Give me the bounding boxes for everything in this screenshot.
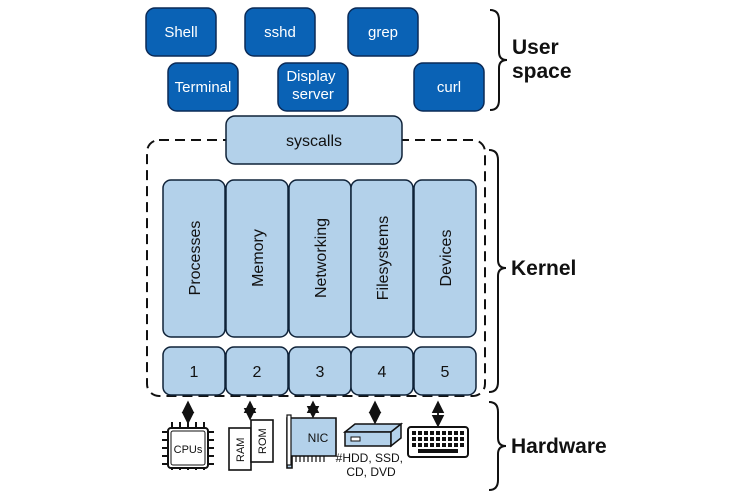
app-box-grep	[347, 7, 419, 57]
user-space-label: User space	[512, 36, 572, 83]
subsystem-box-filesystems	[350, 179, 414, 338]
subsystem-label-filesystems: Filesystems	[375, 216, 392, 300]
disk-drive-icon	[342, 422, 404, 448]
subsystem-number-box-1	[162, 346, 226, 396]
app-box-display-server	[277, 62, 349, 112]
network-card-icon	[286, 414, 337, 469]
app-box-shell	[145, 7, 217, 57]
hardware-label: Hardware	[511, 435, 607, 458]
subsystem-label-devices: Devices	[438, 230, 455, 287]
app-label-sshd: sshd	[264, 24, 296, 41]
subsystem-box-processes	[162, 179, 226, 338]
subsystem-label-memory: Memory	[250, 229, 267, 287]
ram-label: RAM	[235, 438, 247, 462]
keyboard-icon	[407, 426, 469, 458]
subsystem-label-networking: Networking	[313, 218, 330, 298]
subsystem-box-memory	[225, 179, 289, 338]
subsystem-number-4: 4	[378, 364, 387, 381]
subsystem-number-2: 2	[253, 364, 262, 381]
syscalls-label: syscalls	[286, 133, 342, 150]
user-space-apps	[145, 7, 485, 112]
cpu-icon	[162, 422, 214, 470]
cpu-label: CPUs	[174, 444, 203, 456]
hardware-arrows	[181, 400, 445, 428]
user-space-brace	[489, 9, 508, 111]
nic-label: NIC	[308, 431, 329, 445]
app-label-grep: grep	[368, 24, 398, 41]
app-label-shell: Shell	[164, 24, 197, 41]
app-label-display-server: Display server	[286, 68, 339, 103]
memory-chips-icon	[228, 419, 274, 471]
subsystem-label-processes: Processes	[187, 221, 204, 296]
subsystem-number-box-5	[413, 346, 477, 396]
hardware-brace	[488, 401, 507, 491]
app-box-curl	[413, 62, 485, 112]
subsystem-box-devices	[413, 179, 477, 338]
kernel-subsystems: Processes 1 Memory 2 Networking 3 Filesystems 4…	[162, 179, 477, 396]
syscalls-box	[225, 115, 403, 165]
subsystem-number-1: 1	[190, 364, 199, 381]
app-label-terminal: Terminal	[175, 79, 232, 96]
kernel-brace	[488, 149, 507, 393]
kernel-label: Kernel	[511, 257, 576, 280]
subsystem-number-box-4	[350, 346, 414, 396]
kernel-boundary	[146, 139, 486, 397]
subsystem-number-box-2	[225, 346, 289, 396]
rom-label: ROM	[257, 428, 269, 454]
app-box-terminal	[167, 62, 239, 112]
subsystem-number-3: 3	[316, 364, 325, 381]
app-box-sshd	[244, 7, 316, 57]
storage-label: #HDD, SSD, CD, DVD	[336, 451, 407, 479]
subsystem-number-5: 5	[441, 364, 450, 381]
app-label-curl: curl	[437, 79, 461, 96]
